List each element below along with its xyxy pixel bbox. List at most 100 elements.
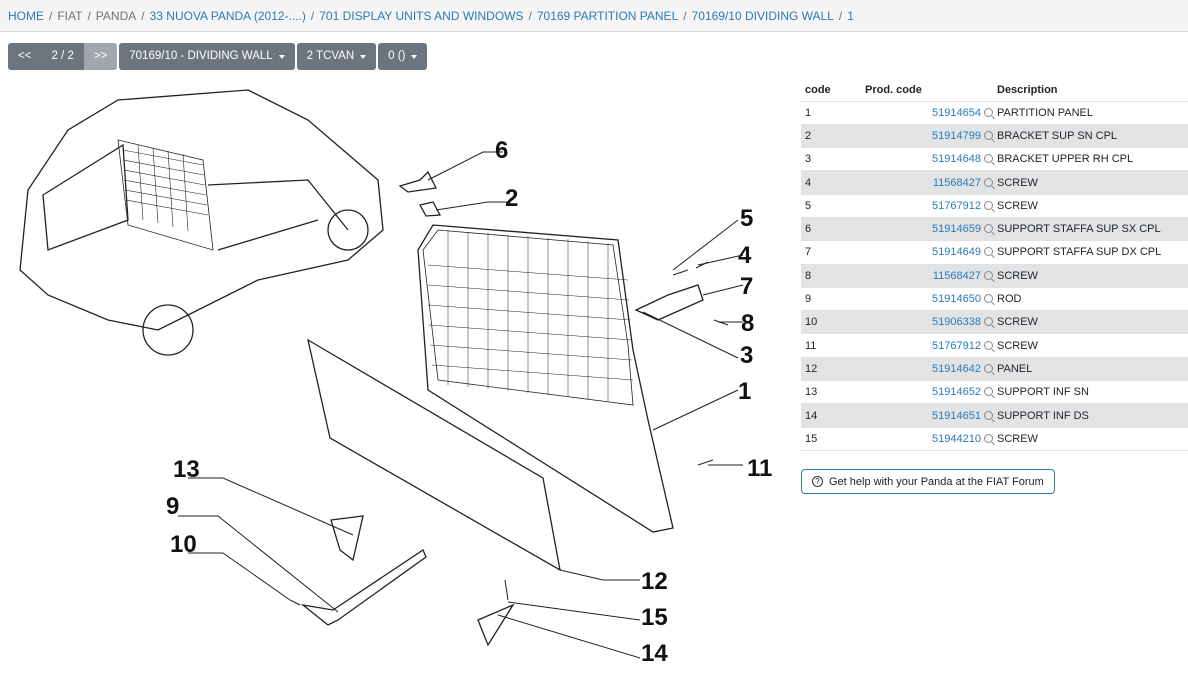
part-code: 2 [801,124,861,149]
callout-number[interactable]: 11 [747,455,773,482]
breadcrumb-item[interactable]: 70169 PARTITION PANEL [536,9,679,23]
search-icon[interactable] [984,317,993,327]
callout-number[interactable]: 5 [740,205,754,232]
breadcrumb-item[interactable]: 701 DISPLAY UNITS AND WINDOWS [319,9,524,23]
callout-number[interactable]: 12 [641,568,668,595]
prev-page-button[interactable]: << [8,43,42,70]
breadcrumb-item[interactable]: 33 NUOVA PANDA (2012-....) [149,9,306,23]
prod-code-cell: 51914654 [861,101,993,125]
table-row: 14 51914651 SUPPORT INF DS [801,403,1188,428]
callout-number[interactable]: 15 [641,604,668,631]
rod-part [300,549,427,626]
prod-code-link[interactable]: 11568427 [932,269,981,282]
part-code: 9 [801,287,861,312]
part-description: SUPPORT STAFFA SUP DX CPL [993,240,1188,265]
car-illustration [19,89,384,356]
part-code: 12 [801,357,861,382]
part-description: SCREW [993,427,1188,451]
search-icon[interactable] [984,177,993,187]
group-dropdown-label: 70169/10 - DIVIDING WALL [129,50,273,62]
search-icon[interactable] [984,270,993,280]
question-circle-icon: ? [812,476,823,487]
breadcrumb-separator: / [838,9,843,23]
prod-code-link[interactable]: 51914652 [932,386,981,399]
column-header-code: code [801,80,861,102]
caret-down-icon [411,54,418,59]
part-code: 10 [801,310,861,335]
part-code: 1 [801,101,861,125]
prod-code-link[interactable]: 51914654 [932,106,981,119]
count-dropdown-label: 0 () [388,50,406,62]
part-code: 5 [801,194,861,218]
variant-dropdown[interactable]: 2 TCVAN [296,43,377,70]
callout-number[interactable]: 9 [166,493,180,520]
breadcrumb-separator: / [49,9,53,23]
search-icon[interactable] [984,387,993,397]
callout-number[interactable]: 7 [740,273,754,300]
callout-number[interactable]: 4 [738,242,752,269]
table-row: 7 51914649 SUPPORT STAFFA SUP DX CPL [801,240,1188,265]
part-description: SUPPORT INF SN [993,380,1188,405]
breadcrumb-separator: / [141,9,145,23]
callout-number[interactable]: 8 [741,310,755,337]
breadcrumb-item[interactable]: 1 [847,9,854,23]
breadcrumb-separator: / [87,9,91,23]
pager: << 2 / 2 >> [8,43,118,70]
callout-number[interactable]: 14 [641,640,668,667]
search-icon[interactable] [984,363,993,373]
table-row: 6 51914659 SUPPORT STAFFA SUP SX CPL [801,217,1188,242]
group-dropdown[interactable]: 70169/10 - DIVIDING WALL [119,43,295,70]
part-description: SCREW [993,170,1188,195]
support-part [330,515,364,562]
callout-number[interactable]: 6 [495,137,509,164]
search-icon[interactable] [984,130,993,140]
table-row: 10 51906338 SCREW [801,310,1188,335]
prod-code-link[interactable]: 51914651 [932,409,981,422]
prod-code-link[interactable]: 11568427 [932,176,981,189]
prod-code-link[interactable]: 51767912 [932,199,981,212]
prod-code-cell: 51767912 [861,333,993,358]
prod-code-link[interactable]: 51914642 [932,362,981,375]
partition-panel-part [417,224,674,533]
search-icon[interactable] [984,200,993,210]
search-icon[interactable] [984,154,993,164]
prod-code-link[interactable]: 51906338 [932,316,981,329]
breadcrumb-separator: / [683,9,687,23]
search-icon[interactable] [984,433,993,443]
part-description: PARTITION PANEL [993,101,1188,125]
part-code: 13 [801,380,861,405]
part-description: SUPPORT INF DS [993,403,1188,428]
forum-help-button[interactable]: ? Get help with your Panda at the FIAT F… [801,469,1055,494]
prod-code-cell: 51914651 [861,403,993,428]
callout-number[interactable]: 3 [740,342,754,369]
search-icon[interactable] [984,340,993,350]
prod-code-cell: 51914649 [861,240,993,265]
search-icon[interactable] [984,247,993,257]
breadcrumb-item[interactable]: 70169/10 DIVIDING WALL [691,9,834,23]
prod-code-link[interactable]: 51914650 [932,293,981,306]
callout-number[interactable]: 2 [505,185,519,212]
prod-code-link[interactable]: 51767912 [932,339,981,352]
search-icon[interactable] [984,224,993,234]
callout-number[interactable]: 1 [738,378,752,405]
callout-number[interactable]: 10 [170,531,197,558]
breadcrumb-item[interactable]: HOME [8,9,44,23]
callout-number[interactable]: 13 [173,456,200,483]
search-icon[interactable] [984,107,993,117]
part-description: SCREW [993,264,1188,288]
search-icon[interactable] [984,294,993,304]
part-description: PANEL [993,357,1188,382]
search-icon[interactable] [984,410,993,420]
table-row: 9 51914650 ROD [801,287,1188,312]
next-page-button[interactable]: >> [83,43,118,70]
prod-code-cell: 51914642 [861,357,993,382]
prod-code-link[interactable]: 51944210 [932,432,981,445]
part-code: 3 [801,147,861,172]
count-dropdown[interactable]: 0 () [378,43,428,70]
part-description: SCREW [993,310,1188,335]
prod-code-link[interactable]: 51914799 [932,129,981,142]
prod-code-link[interactable]: 51914648 [932,153,981,166]
prod-code-link[interactable]: 51914649 [932,246,981,259]
prod-code-link[interactable]: 51914659 [932,223,981,236]
